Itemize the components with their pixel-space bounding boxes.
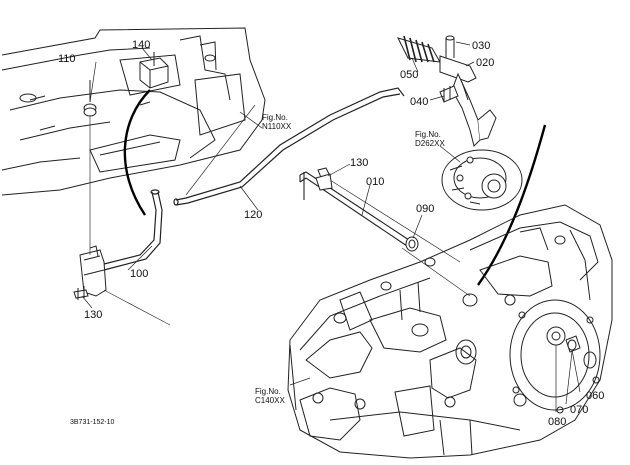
part-030-pin	[445, 35, 455, 58]
part-140-bracket	[139, 52, 169, 89]
callout-130-left: 130	[84, 309, 102, 321]
callout-090: 090	[416, 203, 434, 215]
callout-100: 100	[130, 268, 148, 280]
transmission-case	[287, 204, 613, 459]
assembly-guide-lines	[89, 104, 471, 326]
document-id: 3B731-152-10	[70, 419, 114, 426]
part-090-seal	[405, 236, 419, 252]
figref-c140-line1: Fig.No.	[255, 387, 281, 396]
part-060-plug	[567, 339, 577, 351]
callout-030: 030	[472, 40, 490, 52]
callout-labels: 110 140 030 020 050 040 130 010 090 100 …	[58, 39, 604, 428]
callout-060: 060	[586, 390, 604, 402]
part-080-bearing	[546, 326, 566, 346]
part-130-bolt-left	[73, 286, 89, 300]
callout-140: 140	[132, 39, 150, 51]
part-010-shaft	[299, 171, 413, 249]
side-cover	[509, 299, 601, 414]
direction-arrows	[123, 89, 547, 286]
part-120-rod	[173, 87, 405, 206]
callout-070: 070	[570, 404, 588, 416]
callout-040: 040	[410, 96, 428, 108]
cab-floor-panel	[1, 27, 266, 196]
figref-n110-line2: N110XX	[262, 122, 292, 131]
callout-130-top: 130	[350, 157, 368, 169]
part-110-nut	[83, 80, 97, 117]
callout-120: 120	[244, 209, 262, 221]
figref-d262-line2: D262XX	[415, 139, 445, 148]
figure-references: Fig.No. N110XX Fig.No. D262XX Fig.No. C1…	[255, 113, 445, 405]
callout-080: 080	[548, 416, 566, 428]
callout-050: 050	[400, 69, 418, 81]
callout-leaders	[81, 41, 581, 412]
differential-assembly	[441, 149, 523, 211]
part-130-pin-top	[315, 167, 333, 191]
part-020-fork	[439, 55, 497, 147]
figref-c140-line2: C140XX	[255, 396, 285, 405]
callout-020: 020	[476, 57, 494, 69]
callout-110: 110	[58, 53, 76, 65]
part-100-lever	[99, 189, 163, 271]
part-050-spring	[397, 35, 441, 63]
figref-d262-line1: Fig.No.	[415, 130, 441, 139]
callout-010: 010	[366, 176, 384, 188]
part-040-bolt	[439, 85, 459, 103]
figref-n110-line1: Fig.No.	[262, 113, 288, 122]
